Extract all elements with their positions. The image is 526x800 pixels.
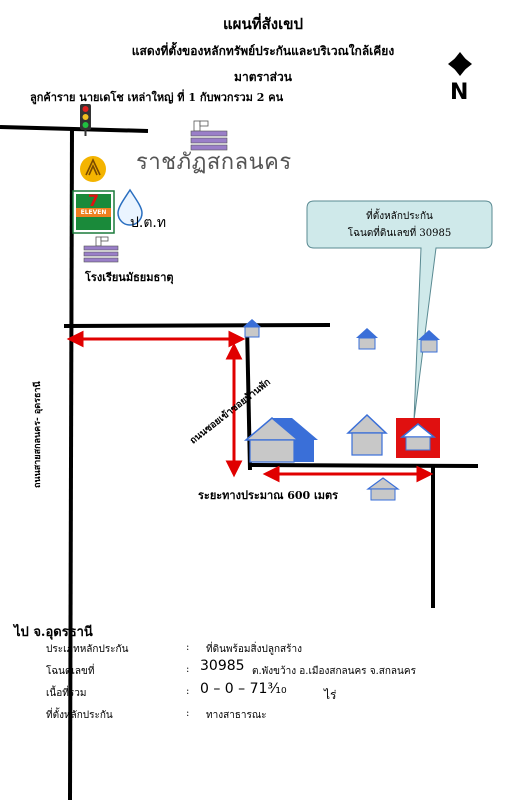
house-icon	[356, 328, 378, 350]
compass-north-label: N	[450, 80, 469, 105]
area-value: 0 – 0 – 71³⁄₁₀	[200, 681, 287, 697]
house-icon	[366, 477, 400, 501]
roads	[0, 125, 479, 800]
seven-eleven-logo	[72, 190, 115, 234]
distance-arrows	[66, 330, 434, 483]
info-colon: :	[186, 686, 190, 697]
owner-line: ลูกค้าราย นายเดโช เหล่าใหญ่ ที่ 1 กับพวก…	[30, 91, 284, 104]
map-subtitle: แสดงที่ตั้งของหลักทรัพย์ประกันและบริเวณใ…	[131, 44, 395, 58]
seven-eleven-text: ELEVEN	[80, 209, 107, 216]
house-icon	[243, 319, 261, 338]
university-icon	[190, 120, 228, 151]
university-label: ราชภัฏสกลนคร	[136, 150, 292, 175]
house-icon	[418, 330, 440, 353]
info-value: ที่ดินพร้อมสิ่งปลูกสร้าง	[206, 644, 302, 655]
school-icon	[83, 236, 119, 263]
info-value: ทางสาธารณะ	[206, 710, 267, 721]
seven-eleven-number: 7	[87, 191, 100, 210]
direction-heading: ไป จ.อุดรธานี	[14, 625, 93, 640]
callout-title: ที่ตั้งหลักประกัน	[366, 211, 433, 222]
info-value: ต.พังขว้าง อ.เมืองสกลนคร จ.สกลนคร	[252, 666, 416, 677]
water-drop-icon	[117, 188, 143, 226]
bank-logo-icon	[80, 156, 106, 182]
collateral-house-icon	[396, 418, 440, 458]
school-label: โรงเรียนมัธยมธาตุ	[85, 271, 174, 284]
compass-icon	[448, 52, 472, 76]
callout-deed: โฉนดที่ดินเลขที่ 30985	[347, 228, 452, 239]
info-colon: :	[186, 642, 190, 653]
info-colon: :	[186, 664, 190, 675]
info-label: โฉนดเลขที่	[46, 666, 95, 677]
traffic-light-icon	[80, 104, 91, 136]
info-colon: :	[186, 708, 190, 719]
distance-label: ระยะทางประมาณ 600 เมตร	[198, 489, 339, 502]
info-label: เนื้อที่รวม	[46, 688, 87, 699]
map-title: แผนที่สังเขป	[223, 15, 303, 33]
info-label: ประเภทหลักประกัน	[46, 644, 129, 655]
house-icon-large	[243, 417, 318, 463]
deed-number: 30985	[200, 658, 245, 674]
pea-label: ป.ต.ท	[130, 215, 167, 231]
map-scale: มาตราส่วน	[234, 70, 292, 84]
info-label: ที่ตั้งหลักประกัน	[46, 710, 113, 721]
house-icon	[346, 413, 388, 456]
main-road-label: ถนนสายสกลนคร- อุดรธานี	[33, 381, 43, 488]
area-unit: ไร่	[324, 688, 337, 702]
